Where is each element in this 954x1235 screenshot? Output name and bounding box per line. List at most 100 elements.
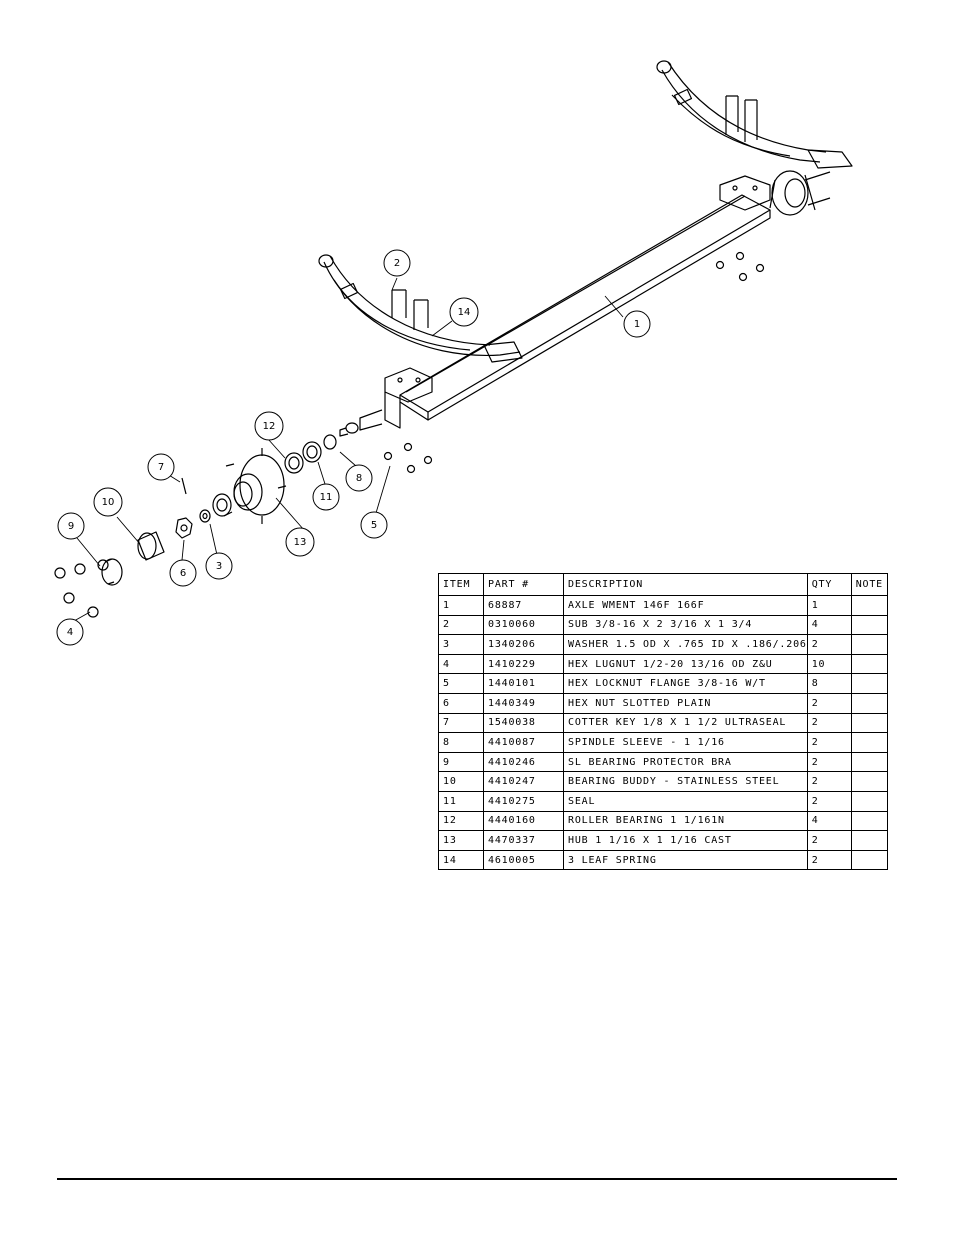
cell-note [850,830,888,851]
svg-text:8: 8 [356,473,362,484]
cell-note [850,595,888,616]
cell-part: 68887 [483,595,564,616]
cell-note [850,653,888,675]
cotter-key [181,477,187,495]
svg-text:11: 11 [320,492,333,503]
cell-qty: 2 [806,771,852,792]
cell-item: 11 [438,790,484,812]
svg-text:4: 4 [67,627,73,638]
cell-item: 5 [438,673,484,694]
svg-text:2: 2 [394,258,400,269]
cell-part: 4470337 [483,830,564,851]
callout-8: 8 [345,464,373,492]
cell-item: 6 [438,692,484,714]
cell-qty: 2 [806,692,852,714]
svg-text:9: 9 [68,521,74,532]
cell-part: 4410246 [483,751,564,773]
header-qty: QTY [806,573,852,596]
cell-item: 1 [438,595,484,616]
cell-description: SPINDLE SLEEVE - 1 1/16 [563,732,808,753]
cell-part: 4410275 [483,790,564,812]
cell-qty: 4 [806,614,852,636]
locknuts-near [383,442,433,474]
cell-description: ROLLER BEARING 1 1/161N [563,810,808,832]
bearing-buddy [101,531,165,586]
callout-9: 9 [57,512,85,540]
near-spindle-assembly [339,367,433,437]
cell-part: 1340206 [483,634,564,655]
header-note: NOTE [850,573,888,596]
lug-nuts [54,559,109,618]
cell-item: 9 [438,751,484,773]
cell-item: 2 [438,614,484,636]
hub [223,448,287,524]
cell-note [850,810,888,832]
cell-description: WASHER 1.5 OD X .765 ID X .186/.206 [563,634,808,655]
table-header-row: ITEM PART # DESCRIPTION QTY NOTE [438,573,888,596]
svg-text:7: 7 [158,462,164,473]
callout-1: 1 [623,310,651,338]
cell-description: AXLE WMENT 146F 166F [563,595,808,616]
cell-description: HEX NUT SLOTTED PLAIN [563,692,808,714]
cell-description: SUB 3/8-16 X 2 3/16 X 1 3/4 [563,614,808,636]
cell-qty: 4 [806,810,852,832]
callout-5: 5 [360,511,388,539]
cell-note [850,614,888,636]
header-item: ITEM [438,573,484,596]
cell-item: 8 [438,732,484,753]
cell-qty: 2 [806,751,852,773]
svg-text:1: 1 [634,319,640,330]
locknuts-far [715,251,765,282]
cell-part: 1540038 [483,712,564,734]
cell-item: 14 [438,849,484,871]
callout-3: 3 [205,552,233,580]
cell-description: HUB 1 1/16 X 1 1/16 CAST [563,830,808,851]
cell-qty: 2 [806,732,852,753]
cell-part: 4410247 [483,771,564,792]
cell-item: 13 [438,830,484,851]
cell-item: 4 [438,653,484,675]
cell-qty: 2 [806,830,852,851]
cell-part: 0310060 [483,614,564,636]
callout-13: 13 [285,527,315,557]
cell-qty: 1 [806,595,852,616]
bearing-washer-nut [175,493,232,539]
cell-qty: 2 [806,849,852,871]
cell-item: 12 [438,810,484,832]
cell-note [850,673,888,694]
callout-10: 10 [93,487,123,517]
cell-description: SL BEARING PROTECTOR BRA [563,751,808,773]
cell-part: 4410087 [483,732,564,753]
cell-qty: 2 [806,634,852,655]
cell-part: 4610005 [483,849,564,871]
cell-note [850,692,888,714]
cell-note [850,790,888,812]
svg-text:12: 12 [263,421,276,432]
leaf-spring-far [656,60,853,169]
cell-description: 3 LEAF SPRING [563,849,808,871]
cell-item: 10 [438,771,484,792]
cell-note [850,732,888,753]
svg-text:13: 13 [294,537,307,548]
svg-text:14: 14 [458,307,471,318]
svg-text:10: 10 [102,497,115,508]
cell-note [850,712,888,734]
cell-qty: 2 [806,712,852,734]
callout-11: 11 [312,483,340,511]
cell-qty: 8 [806,673,852,694]
cell-qty: 10 [806,653,852,675]
callout-14: 14 [449,297,479,327]
callout-2: 2 [383,249,411,277]
footer-rule [57,1178,897,1180]
